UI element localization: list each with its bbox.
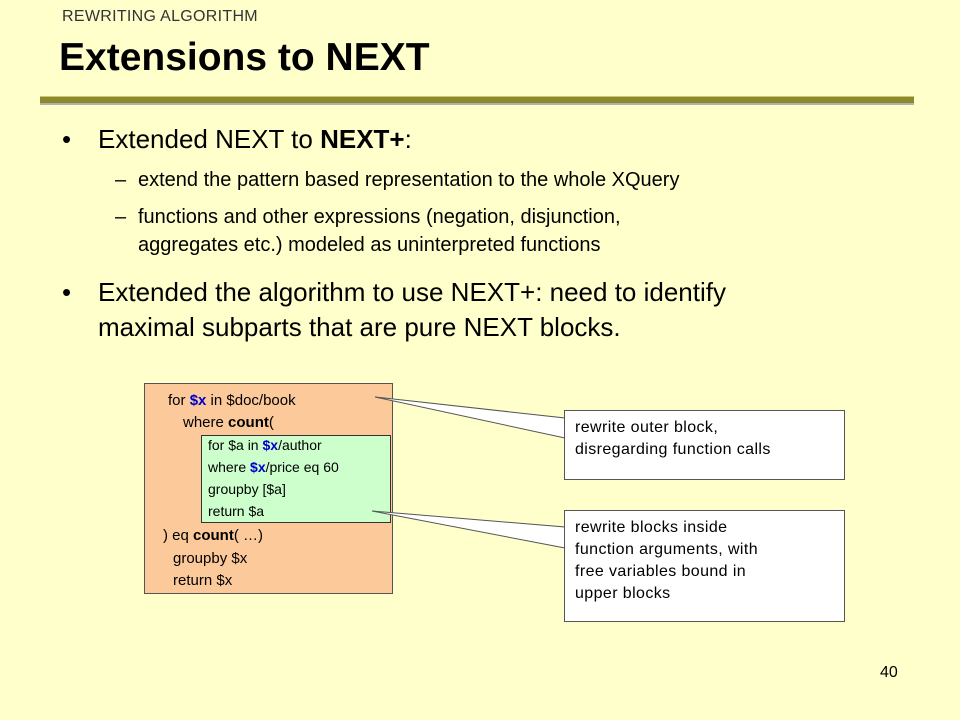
code-inner-where: where $x/price eq 60 [208,458,339,477]
sub-bullet-marker: – [115,206,127,228]
callout-inner-blocks: rewrite blocks inside function arguments… [564,510,845,622]
code-text: in $doc/book [206,392,296,409]
bullet-text-line2: maximal subparts that are pure NEXT bloc… [98,312,621,342]
code-text: where [208,459,251,475]
code-variable: $x [189,392,207,409]
code-text: where [183,414,229,431]
inner-query-box [201,435,391,523]
section-label: REWRITING ALGORITHM [62,8,258,25]
sub-bullet-text-line1: functions and other expressions (negatio… [138,206,621,228]
callout-line: rewrite blocks inside [575,519,728,536]
code-variable: $x [262,437,279,453]
code-variable: $x [250,459,266,475]
code-line-for: for $x in $doc/book [168,391,296,410]
bullet-text-suffix: : [404,124,412,154]
callout-outer-block: rewrite outer block, disregarding functi… [564,410,845,480]
code-text: ( [268,414,274,431]
code-line-eq-count: ) eq count( …) [163,526,263,545]
code-text: for [168,392,190,409]
code-line-groupby: groupby $x [173,550,248,567]
bullet-text-line1: Extended the algorithm to use NEXT+: nee… [98,277,726,307]
code-function: count [193,527,234,544]
code-function: count [228,414,269,431]
code-inner-groupby: groupby [$a] [208,481,286,497]
inner-callout-pointer [371,510,566,549]
callout-line: upper blocks [575,585,671,602]
code-text: /author [278,437,322,453]
sub-bullet-text-line2: aggregates etc.) modeled as uninterprete… [138,234,601,256]
bullet-text: Extended NEXT to NEXT+: [98,123,412,156]
code-line-return: return $x [173,572,233,589]
code-text: for $a in [208,437,263,453]
outer-callout-pointer [374,396,566,439]
bullet-text-prefix: Extended NEXT to [98,124,321,154]
code-text: /price eq 60 [265,459,339,475]
code-text: ) eq [163,527,194,544]
bullet-marker: • [62,124,72,154]
callout-line: disregarding function calls [575,441,771,458]
sub-bullet-text: extend the pattern based representation … [138,169,680,191]
bullet-text-emph: NEXT+ [320,124,405,154]
callout-line: function arguments, with [575,541,759,558]
title-underline [40,96,914,105]
callout-line: rewrite outer block, [575,419,719,436]
callout-line: free variables bound in [575,563,747,580]
code-text: ( …) [233,527,264,544]
code-inner-return: return $a [208,503,265,519]
code-line-where: where count( [183,413,274,432]
page-number: 40 [880,664,898,681]
sub-bullet-marker: – [115,169,127,191]
bullet-marker: • [62,277,72,307]
slide-title: Extensions to NEXT [59,36,430,79]
code-inner-for: for $a in $x/author [208,436,322,455]
